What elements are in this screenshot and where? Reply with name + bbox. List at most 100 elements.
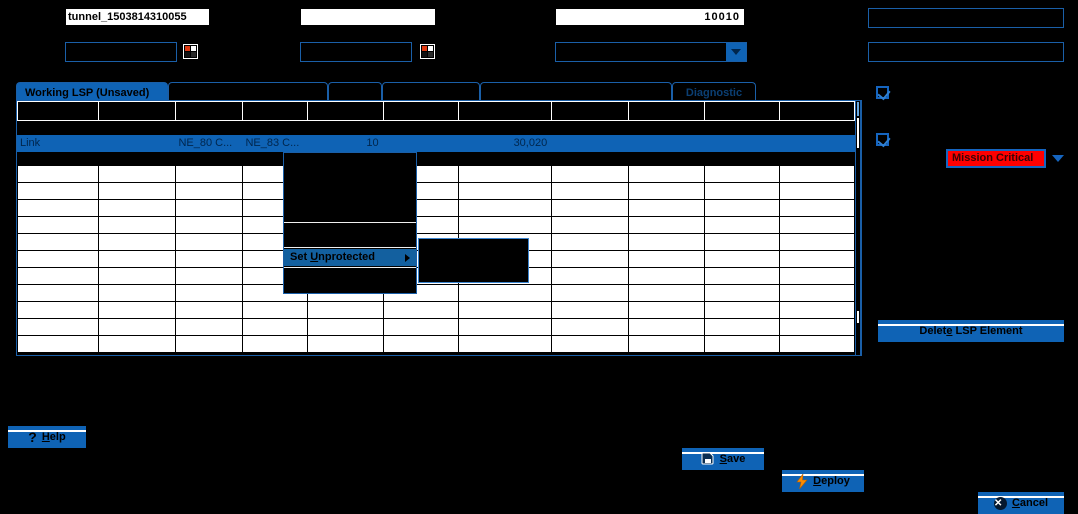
tab-diagnostic[interactable]: Diagnostic	[672, 82, 756, 102]
cell[interactable]	[457, 216, 553, 234]
context-menu-item[interactable]	[284, 187, 416, 204]
table-row[interactable]	[17, 199, 855, 217]
tab-4[interactable]	[382, 82, 480, 102]
lsp-id-input[interactable]: 10010	[555, 8, 745, 26]
cell[interactable]	[778, 335, 855, 353]
column-header[interactable]	[457, 101, 553, 121]
right-field-2[interactable]	[868, 42, 1064, 62]
cell[interactable]	[457, 165, 553, 183]
context-menu-item[interactable]	[284, 269, 416, 293]
cell[interactable]	[778, 182, 855, 200]
cell[interactable]	[778, 250, 855, 268]
cell-blank-2[interactable]	[551, 134, 630, 152]
cell[interactable]	[551, 165, 630, 183]
table-header-row[interactable]	[17, 101, 855, 121]
cell[interactable]	[175, 301, 244, 319]
cell[interactable]	[457, 284, 553, 302]
cell[interactable]	[628, 301, 705, 319]
scrollbar-down-button[interactable]	[857, 311, 859, 323]
cell[interactable]	[175, 233, 244, 251]
cell-type[interactable]: Link	[17, 134, 100, 152]
cell[interactable]	[551, 318, 630, 336]
cell-blank-3[interactable]	[628, 134, 705, 152]
cell[interactable]	[703, 182, 780, 200]
lsp-tab-strip[interactable]: Working LSP (Unsaved) Diagnostic	[16, 80, 862, 102]
scrollbar-grip-icon[interactable]	[857, 102, 859, 116]
cell[interactable]	[457, 301, 553, 319]
cell[interactable]	[551, 335, 630, 353]
column-header[interactable]	[175, 101, 244, 121]
cell[interactable]	[628, 199, 705, 217]
cell[interactable]	[382, 318, 459, 336]
cell[interactable]	[175, 199, 244, 217]
cell[interactable]	[551, 216, 630, 234]
cell[interactable]	[17, 267, 100, 285]
cell[interactable]	[242, 301, 309, 319]
cell[interactable]	[457, 335, 553, 353]
tunnel-name-secondary-input[interactable]	[300, 8, 436, 26]
cell[interactable]	[703, 318, 780, 336]
cell[interactable]	[175, 182, 244, 200]
cell[interactable]	[628, 250, 705, 268]
cell-name[interactable]	[98, 134, 177, 152]
cell[interactable]	[551, 284, 630, 302]
destination-picker-icon[interactable]	[420, 44, 435, 59]
cell[interactable]	[628, 267, 705, 285]
cell[interactable]	[175, 267, 244, 285]
cell-source-node[interactable]: NE_80 C...	[175, 134, 244, 152]
lsp-element-table[interactable]: Link NE_80 C... NE_83 C... 10 30,020	[17, 101, 855, 353]
checkbox-option-1[interactable]	[876, 86, 889, 99]
save-button[interactable]: Save	[682, 448, 764, 470]
table-row[interactable]: Link NE_80 C... NE_83 C... 10 30,020	[17, 134, 855, 152]
scrollbar-thumb[interactable]	[857, 118, 859, 148]
cell[interactable]	[778, 284, 855, 302]
cell[interactable]	[17, 284, 100, 302]
column-header[interactable]	[382, 101, 459, 121]
cell[interactable]	[457, 182, 553, 200]
column-header[interactable]	[551, 101, 630, 121]
tab-5[interactable]	[480, 82, 672, 102]
delete-lsp-element-button[interactable]: Delete LSP Element	[878, 320, 1064, 342]
context-menu-item[interactable]	[284, 170, 416, 187]
cell[interactable]	[551, 199, 630, 217]
cell[interactable]	[551, 267, 630, 285]
cell[interactable]	[778, 301, 855, 319]
node-picker-icon[interactable]	[183, 44, 198, 59]
cell[interactable]	[98, 267, 177, 285]
table-row[interactable]	[17, 165, 855, 183]
cell-blank-1[interactable]	[382, 134, 459, 152]
cell[interactable]	[17, 335, 100, 353]
cell[interactable]	[778, 267, 855, 285]
cell[interactable]	[628, 165, 705, 183]
cell[interactable]	[242, 335, 309, 353]
cell[interactable]	[778, 216, 855, 234]
cell[interactable]	[98, 250, 177, 268]
cell[interactable]	[17, 233, 100, 251]
cell[interactable]	[551, 301, 630, 319]
cell[interactable]	[628, 335, 705, 353]
table-row[interactable]	[17, 301, 855, 319]
table-row[interactable]	[17, 318, 855, 336]
cell[interactable]	[98, 335, 177, 353]
cell[interactable]	[778, 165, 855, 183]
cell[interactable]	[703, 216, 780, 234]
lsp-context-menu[interactable]: Set Unprotected	[283, 152, 417, 294]
cell[interactable]	[17, 165, 100, 183]
cell[interactable]	[778, 199, 855, 217]
cell[interactable]	[703, 165, 780, 183]
cell[interactable]	[175, 165, 244, 183]
cell[interactable]	[17, 318, 100, 336]
cell[interactable]	[778, 233, 855, 251]
cell[interactable]	[175, 250, 244, 268]
scrollbar-track[interactable]	[856, 150, 860, 310]
cell[interactable]	[382, 335, 459, 353]
cell[interactable]	[307, 335, 384, 353]
column-header[interactable]	[778, 101, 855, 121]
cell[interactable]	[703, 267, 780, 285]
cancel-button[interactable]: ✕ Cancel	[978, 492, 1064, 514]
cell[interactable]	[307, 318, 384, 336]
cell[interactable]	[628, 284, 705, 302]
column-header[interactable]	[242, 101, 309, 121]
context-menu-item[interactable]	[284, 153, 416, 170]
table-row[interactable]	[17, 335, 855, 353]
